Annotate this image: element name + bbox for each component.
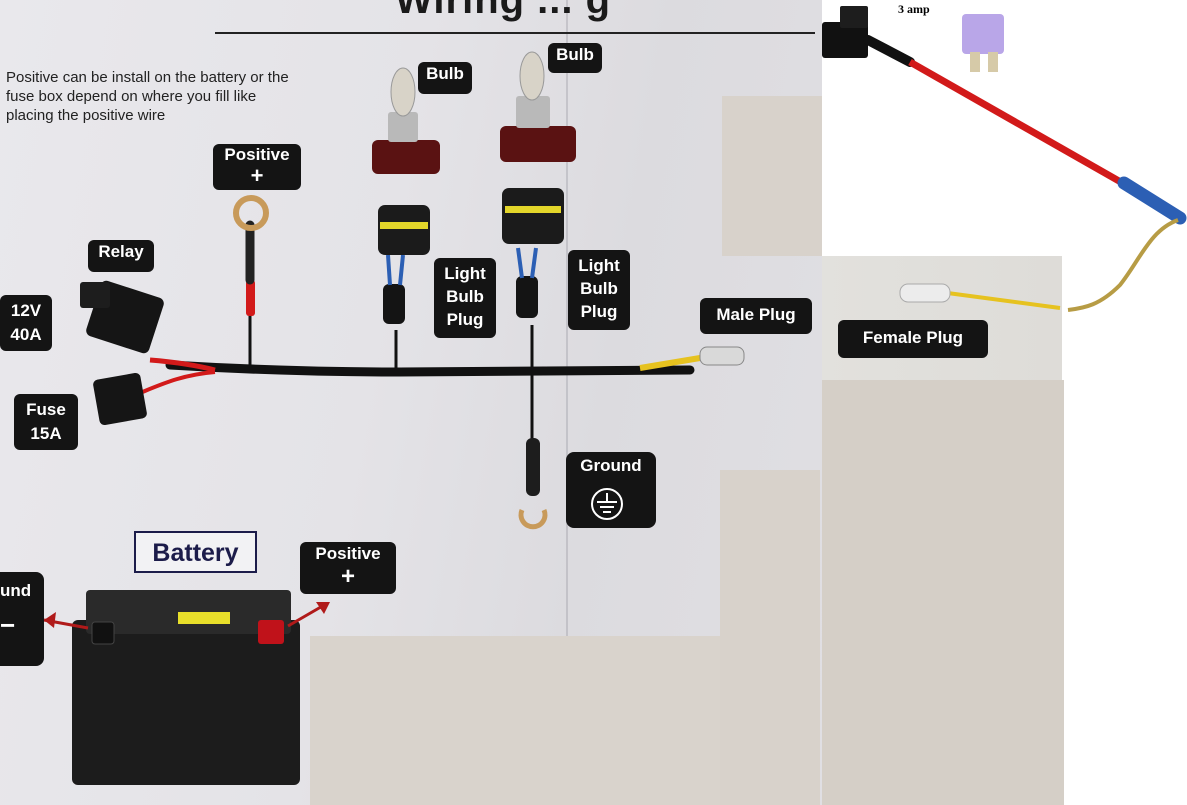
bulb-label-right: Bulb <box>548 43 602 73</box>
minus-icon: − <box>0 610 16 640</box>
fuse-tap-rating: 3 amp <box>898 2 930 16</box>
ground-battery-word: und <box>0 581 32 600</box>
battery-body <box>72 620 300 785</box>
fuse-tap-boot <box>863 35 915 67</box>
ground-symbol-icon <box>591 488 623 520</box>
title-underline <box>215 32 815 34</box>
ground-label-battery: und − <box>0 572 44 666</box>
positive-arrow <box>287 602 327 628</box>
fuse-tap-body <box>822 22 868 58</box>
left-bulb-connector <box>378 205 430 255</box>
battery-label-strip <box>178 612 230 624</box>
ground-fork-terminal <box>518 509 548 530</box>
positive-label-battery: Positive + <box>300 542 396 594</box>
light-bulb-plug-label-right: Light Bulb Plug <box>568 250 630 330</box>
female-plug-photo <box>822 256 1062 380</box>
left-plug-sleeve <box>383 284 405 324</box>
relay-rating-label: 12V 40A <box>0 295 52 351</box>
plus-icon: + <box>250 163 264 188</box>
male-plug <box>699 346 745 366</box>
ground-arrowhead <box>44 612 56 628</box>
light-bulb-plug-right-line1: Light <box>578 256 620 275</box>
mini-fuse-blade <box>970 52 980 72</box>
fuse-rating: 15A <box>30 424 62 443</box>
left-bulb-base <box>372 140 440 174</box>
positive-label-top: Positive + <box>213 144 301 190</box>
left-bulb-collar <box>388 112 418 142</box>
female-plug-wire <box>939 290 1061 310</box>
negative-terminal <box>91 621 115 645</box>
right-bulb-base <box>500 126 576 162</box>
background-patch <box>720 470 820 805</box>
background-patch <box>722 96 822 256</box>
mini-fuse-3amp <box>962 14 1004 54</box>
fuse-label: Fuse 15A <box>14 394 78 450</box>
light-bulb-plug-label-left: Light Bulb Plug <box>434 258 496 338</box>
fuse-tap-red-wire <box>908 58 1128 189</box>
positive-label-word: Positive <box>224 145 290 164</box>
mini-fuse-blade <box>988 52 998 72</box>
relay-power-wire <box>149 357 216 373</box>
ground-symbol-lines <box>597 493 617 513</box>
diagram-title: Wiring ... g <box>395 0 612 22</box>
light-bulb-plug-left-line2: Bulb <box>446 287 484 306</box>
left-plug-wires <box>386 254 405 286</box>
light-bulb-plug-right-line2: Bulb <box>580 279 618 298</box>
positive-battery-word: Positive <box>315 544 381 563</box>
battery-label: Battery <box>134 531 257 573</box>
background-patch <box>822 380 1064 805</box>
light-bulb-plug-right-line3: Plug <box>580 302 618 321</box>
right-plug-wires <box>516 247 538 279</box>
fuse-word: Fuse <box>26 400 66 419</box>
male-plug-label: Male Plug <box>700 298 812 334</box>
light-bulb-plug-left-line3: Plug <box>446 310 484 329</box>
paper-fold <box>566 0 568 640</box>
female-plug <box>899 283 951 303</box>
background-patch <box>310 636 720 805</box>
right-plug-sleeve <box>516 276 538 318</box>
relay-voltage: 12V <box>10 301 42 320</box>
fuse-wire <box>134 370 216 397</box>
positive-terminal <box>258 620 284 644</box>
relay-label: Relay <box>88 240 154 272</box>
butt-connector <box>1117 176 1187 225</box>
ground-sleeve <box>526 438 540 496</box>
left-connector-seal <box>380 222 428 229</box>
positive-arrowhead <box>316 602 330 614</box>
right-connector-seal <box>505 206 561 213</box>
positive-ring-terminal <box>233 195 269 231</box>
right-bulb-collar <box>516 96 550 128</box>
light-bulb-plug-left-line1: Light <box>444 264 486 283</box>
left-bulb-glass <box>390 67 416 117</box>
bulb-label-left: Bulb <box>418 62 472 94</box>
right-bulb-connector <box>502 188 564 244</box>
positive-note: Positive can be install on the battery o… <box>6 69 289 124</box>
relay-bracket <box>80 282 110 308</box>
fuse-tap-socket <box>840 6 868 28</box>
positive-heatshrink <box>246 280 255 316</box>
ground-label: Ground <box>580 456 642 475</box>
main-harness <box>165 360 695 377</box>
fuse-holder <box>93 372 147 426</box>
yellow-wire <box>639 355 701 371</box>
plus-icon: + <box>340 563 355 590</box>
female-plug-label: Female Plug <box>838 320 988 358</box>
yellow-extension-wire <box>1067 218 1179 312</box>
right-bulb-glass <box>519 51 545 101</box>
relay-amperage: 40A <box>10 325 42 344</box>
